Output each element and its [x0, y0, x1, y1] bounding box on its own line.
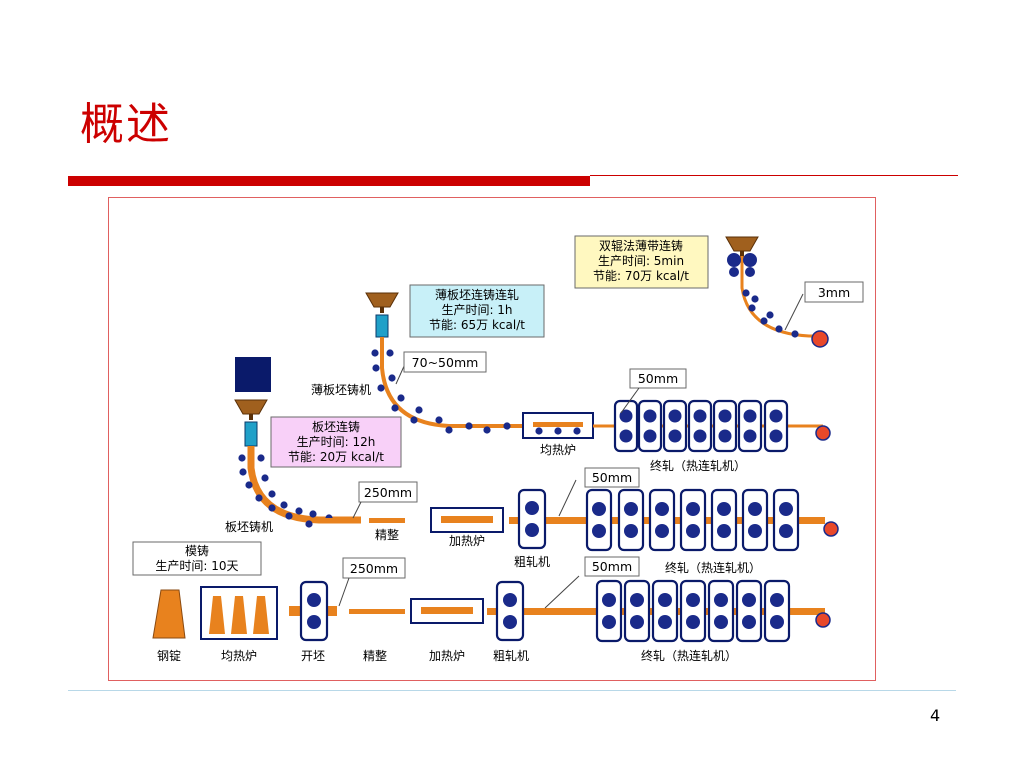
ingot-roughing-mill [495, 580, 525, 642]
thin-slab-finishing-label: 终轧（热连轧机） [650, 458, 746, 473]
title-underline-thin [590, 175, 958, 176]
ingot-reheating-label: 加热炉 [429, 649, 465, 663]
thin-slab-thickness-label: 70~50mm [412, 355, 479, 370]
slab-reheating-label: 加热炉 [449, 534, 485, 548]
slab-roughing-label: 粗轧机 [514, 555, 550, 569]
footer-divider [68, 690, 956, 691]
process-diagram: 双辊法薄带连铸 生产时间: 5min 节能: 70万 kcal/t 3mm 薄板… [108, 197, 876, 681]
twin-roll-energy: 节能: 70万 kcal/t [593, 269, 689, 283]
thin-slab-finishing-mill [613, 399, 789, 453]
ingot-reheating-furnace [410, 598, 484, 624]
ingot-finishing-mill [595, 579, 791, 643]
ingot-soaking-pit [200, 586, 278, 640]
ingot-finishing-label: 终轧（热连轧机） [641, 648, 737, 663]
slab-info-box: 板坯连铸 生产时间: 12h 节能: 20万 kcal/t [270, 416, 402, 468]
slab-time: 生产时间: 12h [297, 435, 376, 449]
ingot-roughing-label: 粗轧机 [493, 649, 529, 663]
slab-finish-thickness-label: 50mm [592, 470, 632, 485]
slab-title: 板坯连铸 [312, 419, 360, 434]
ingot-info-box: 模铸 生产时间: 10天 [132, 541, 262, 576]
twin-roll-caster [725, 236, 829, 348]
ingot-label: 钢锭 [157, 649, 181, 663]
process-diagram-svg: 双辊法薄带连铸 生产时间: 5min 节能: 70万 kcal/t 3mm 薄板… [132, 235, 864, 663]
slab-finishing-label: 终轧（热连轧机） [665, 560, 761, 575]
ingot-soaking-label: 均热炉 [221, 649, 257, 663]
twin-roll-title: 双辊法薄带连铸 [599, 238, 683, 253]
slab-energy: 节能: 20万 kcal/t [288, 450, 384, 464]
thin-slab-title: 薄板坯连铸连轧 [435, 287, 519, 302]
thin-slab-machine-label: 薄板坯铸机 [311, 382, 371, 397]
ingot-conditioning-label: 精整 [363, 648, 387, 663]
thin-slab-time: 生产时间: 1h [441, 303, 512, 317]
blooming-mill [289, 580, 337, 642]
thin-slab-soaking-furnace [522, 412, 594, 439]
slab-roughing-mill [517, 488, 547, 550]
thin-slab-energy: 节能: 65万 kcal/t [429, 318, 525, 332]
thin-slab-caster [365, 292, 525, 434]
ingot-finish-thickness-label: 50mm [592, 559, 632, 574]
blooming-label: 开坯 [301, 649, 325, 663]
slab-conditioning-label: 精整 [375, 527, 399, 542]
steel-ingot [152, 589, 186, 639]
slab-machine-label: 板坯铸机 [225, 519, 273, 534]
twin-roll-thickness-label: 3mm [818, 285, 850, 300]
slab-reheating-furnace [430, 507, 504, 533]
ingot-time: 生产时间: 10天 [155, 559, 238, 573]
page-number: 4 [930, 706, 941, 725]
ingot-title: 模铸 [185, 543, 209, 558]
ingot-thickness-label: 250mm [350, 561, 398, 576]
thin-slab-finish-thickness-label: 50mm [638, 371, 678, 386]
slab-caster [234, 357, 361, 528]
slab-thickness-label: 250mm [364, 485, 412, 500]
ingot-conditioning-piece [349, 609, 405, 614]
page-title: 概述 [80, 99, 172, 150]
title-underline-bar [68, 176, 590, 186]
twin-roll-time: 生产时间: 5min [598, 254, 684, 268]
slab-conditioning-piece [369, 518, 405, 523]
twin-roll-info-box: 双辊法薄带连铸 生产时间: 5min 节能: 70万 kcal/t [574, 235, 709, 289]
thin-slab-soaking-label: 均热炉 [540, 443, 576, 457]
slab-finishing-mill [585, 488, 800, 552]
thin-slab-info-box: 薄板坯连铸连轧 生产时间: 1h 节能: 65万 kcal/t [409, 284, 545, 338]
